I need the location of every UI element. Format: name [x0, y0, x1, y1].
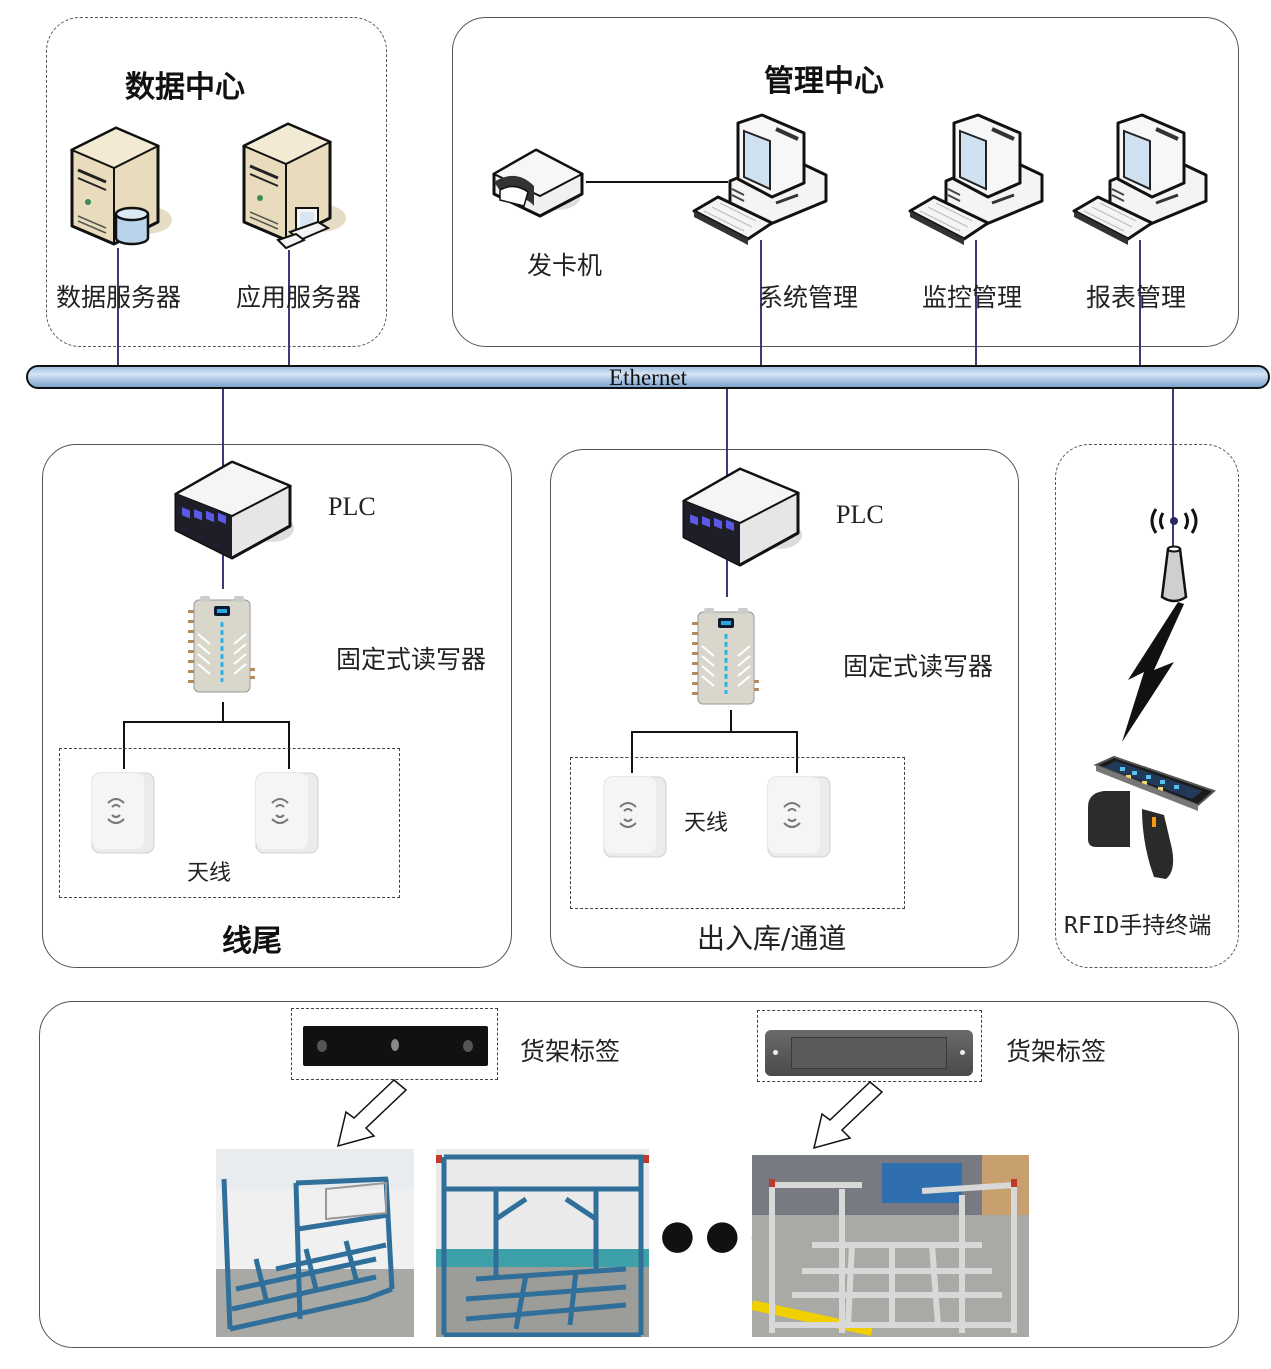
- line-end-title: 线尾: [222, 924, 282, 959]
- system-management-pc-icon[interactable]: [692, 113, 832, 248]
- shelves-panel: [39, 1001, 1239, 1348]
- line-end-plc-label: PLC: [328, 492, 376, 521]
- warehouse-reader-label: 固定式读写器: [843, 652, 994, 681]
- database-server-icon[interactable]: [66, 122, 176, 252]
- warehouse-antenna2-drop: [796, 731, 798, 773]
- antenna-icon[interactable]: [254, 769, 322, 859]
- management-center-title: 管理中心: [764, 64, 884, 99]
- wireless-access-point-icon[interactable]: [1148, 505, 1200, 610]
- handheld-panel: [1055, 444, 1239, 968]
- data-center-panel: [46, 17, 387, 347]
- fixed-reader-icon[interactable]: [186, 594, 258, 698]
- app-server-link: [288, 250, 290, 366]
- management-center-panel: [452, 17, 1239, 347]
- warehouse-antenna-branch: [631, 731, 798, 733]
- ethernet-label: Ethernet: [609, 365, 687, 390]
- arrow-down-left-icon: [812, 1080, 884, 1150]
- data-server-label: 数据服务器: [56, 283, 182, 312]
- report-management-label: 报表管理: [1086, 283, 1187, 312]
- data-server-link: [117, 248, 119, 366]
- antenna-icon[interactable]: [602, 773, 670, 863]
- tag-hole: [391, 1039, 399, 1051]
- blue-rack-photo-1[interactable]: [216, 1149, 414, 1337]
- warehouse-antenna-group: [570, 757, 905, 909]
- data-center-title: 数据中心: [125, 70, 245, 105]
- plc-icon[interactable]: [681, 465, 802, 569]
- tag-hole: [960, 1050, 965, 1055]
- wireless-signal-icon: [1122, 602, 1184, 742]
- ethernet-bus: Ethernet: [26, 365, 1270, 390]
- line-end-antenna-branch: [123, 721, 290, 723]
- line-end-antenna1-drop: [123, 721, 125, 769]
- handheld-bus-link: [1172, 389, 1174, 549]
- monitor-management-pc-icon[interactable]: [908, 113, 1048, 248]
- shelf-tag1-label: 货架标签: [520, 1037, 621, 1066]
- shelf-tag2-image[interactable]: [765, 1030, 973, 1076]
- line-end-reader-stem: [222, 702, 224, 722]
- line-end-reader-label: 固定式读写器: [336, 645, 487, 674]
- plc-icon[interactable]: [173, 458, 294, 562]
- warehouse-channel-title: 出入库/通道: [697, 922, 847, 955]
- report-management-pc-icon[interactable]: [1072, 113, 1212, 248]
- tag-hole: [463, 1040, 473, 1052]
- shelf-tag1-image[interactable]: [303, 1026, 488, 1066]
- tag-recess: [791, 1037, 947, 1069]
- antenna-icon[interactable]: [90, 769, 158, 859]
- card-issuer-icon[interactable]: [490, 146, 590, 218]
- shelf-tag2-label: 货架标签: [1006, 1037, 1107, 1066]
- monitor-management-label: 监控管理: [922, 283, 1023, 312]
- warehouse-plc-label: PLC: [836, 500, 884, 529]
- tag-hole: [773, 1050, 778, 1055]
- line-end-antenna-label: 天线: [187, 861, 232, 886]
- tag-hole: [317, 1040, 327, 1052]
- rfid-handheld-terminal-icon[interactable]: [1084, 755, 1216, 885]
- fixed-reader-icon[interactable]: [690, 606, 762, 710]
- warehouse-antenna-label: 天线: [684, 811, 729, 836]
- system-management-label: 系统管理: [758, 283, 859, 312]
- card-issuer-link: [586, 181, 728, 183]
- gray-rack-photo[interactable]: [752, 1155, 1029, 1337]
- application-server-icon[interactable]: [238, 118, 348, 258]
- warehouse-reader-stem: [730, 710, 732, 732]
- warehouse-channel-panel: [550, 449, 1019, 968]
- blue-rack-photo-2[interactable]: [436, 1149, 649, 1337]
- handheld-label: RFID手持终端: [1064, 913, 1212, 939]
- antenna-icon[interactable]: [766, 773, 834, 863]
- line-end-panel: [42, 444, 512, 968]
- line-end-antenna2-drop: [288, 721, 290, 769]
- line-end-antenna-group: [59, 748, 400, 898]
- system-management-link: [760, 240, 762, 366]
- warehouse-antenna1-drop: [631, 731, 633, 773]
- card-issuer-label: 发卡机: [527, 251, 603, 280]
- monitor-management-link: [975, 240, 977, 366]
- arrow-down-left-icon: [336, 1078, 408, 1148]
- report-management-link: [1139, 240, 1141, 366]
- app-server-label: 应用服务器: [236, 283, 362, 312]
